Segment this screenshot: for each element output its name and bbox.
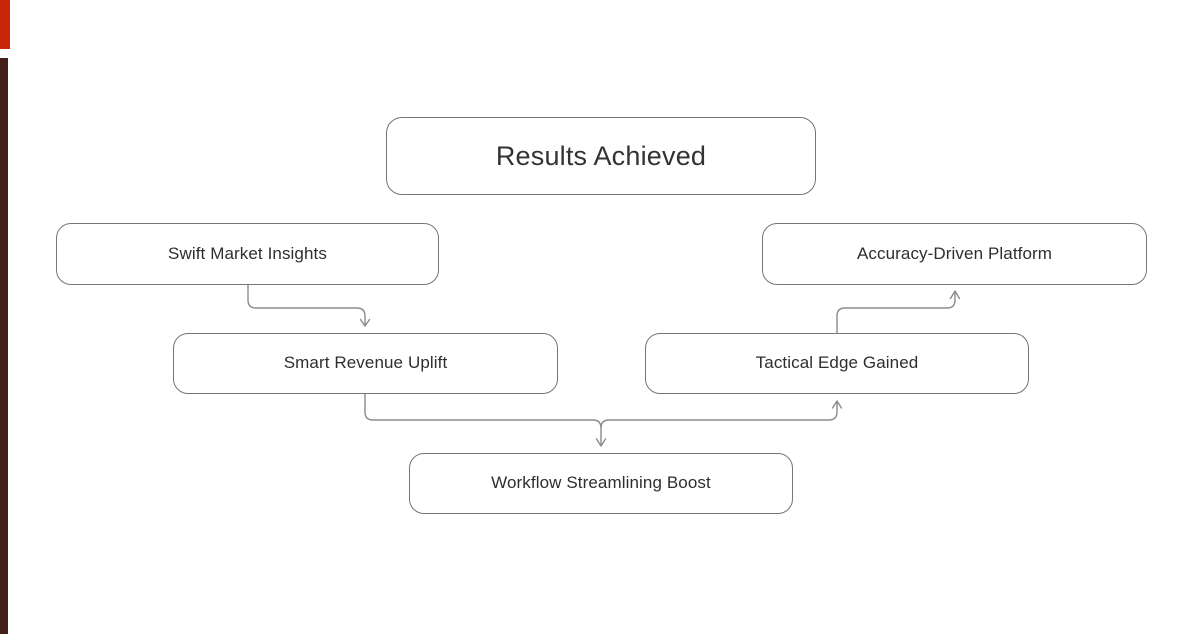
node-smart-revenue-uplift[interactable]: Smart Revenue Uplift	[173, 333, 558, 394]
node-label: Tactical Edge Gained	[755, 353, 919, 373]
node-label: Results Achieved	[495, 140, 707, 171]
node-label: Accuracy-Driven Platform	[856, 243, 1053, 263]
node-workflow-streamlining-boost[interactable]: Workflow Streamlining Boost	[409, 453, 793, 514]
brown-accent-strip	[0, 58, 8, 634]
edge-right-mid-to-right-top	[836, 290, 961, 333]
node-label: Swift Market Insights	[168, 243, 327, 263]
node-label: Smart Revenue Uplift	[283, 353, 448, 373]
node-accuracy-driven-platform[interactable]: Accuracy-Driven Platform	[762, 223, 1147, 285]
red-accent-strip	[0, 0, 10, 49]
node-swift-market-insights[interactable]: Swift Market Insights	[56, 223, 439, 285]
node-tactical-edge-gained[interactable]: Tactical Edge Gained	[645, 333, 1029, 394]
node-results-achieved[interactable]: Results Achieved	[386, 117, 816, 195]
edge-left-top-to-left-mid	[247, 285, 371, 327]
edge-bottom-to-right-mid	[600, 400, 843, 429]
edge-left-mid-to-bottom	[364, 394, 607, 447]
node-label: Workflow Streamlining Boost	[491, 473, 711, 493]
